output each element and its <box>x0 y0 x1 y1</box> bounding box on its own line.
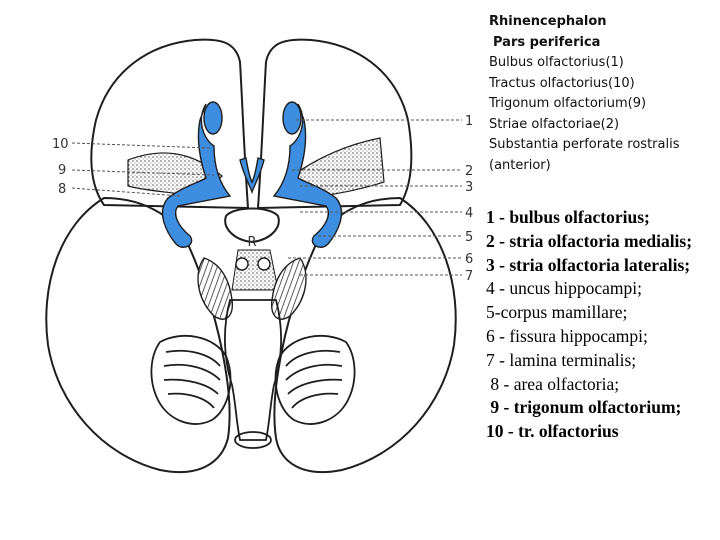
leader-line-9 <box>71 169 215 176</box>
notes-item: Substantia perforate rostralis <box>489 137 680 152</box>
right-frontal-lobe <box>256 38 413 210</box>
legend-item-9: 9 - trigonum olfactorium; <box>486 397 682 418</box>
notes-item: (anterior) <box>489 157 551 173</box>
notes-subheading: Pars periferica <box>493 34 601 50</box>
notes-item: Tractus olfactorius(10) <box>489 75 635 91</box>
label-6: 6 <box>465 252 473 267</box>
rhinencephalon-notes: Rhinencephalon Pars periferica Bulbus ol… <box>489 12 717 176</box>
right-uncus-bundle <box>271 257 307 320</box>
left-cerebellum-lines <box>163 349 221 409</box>
legend-item-7: 7 - lamina terminalis; <box>486 349 637 370</box>
medulla <box>234 431 272 449</box>
right-olfactory-bulb <box>282 101 302 135</box>
label-5: 5 <box>465 230 473 245</box>
legend-item-8: 8 - area olfactoria; <box>486 373 620 394</box>
leader-line-8 <box>71 187 181 197</box>
left-mamillary-body <box>235 257 249 271</box>
label-9: 9 <box>58 163 66 178</box>
left-frontal-lobe <box>90 38 250 210</box>
right-olfactory-tract <box>272 103 343 248</box>
legend-item-5: 5-corpus mamillare; <box>486 302 628 323</box>
notes-heading: Rhinencephalon <box>489 14 607 29</box>
interpeduncular-stipple <box>231 249 279 291</box>
right-mamillary-body <box>257 257 271 271</box>
legend-item-6: 6 - fissura hippocampi; <box>486 325 648 346</box>
left-cerebellum-folia <box>150 334 232 425</box>
label-7: 7 <box>465 269 473 284</box>
numbered-legend: 1 - bulbus olfactorius; 2 - stria olfact… <box>486 206 720 444</box>
left-olfactory-tract <box>161 103 232 248</box>
notes-item: Striae olfactoriae(2) <box>489 116 620 132</box>
brain-base-diagram: R 10 9 8 1 2 3 4 5 6 7 <box>45 38 473 474</box>
label-2: 2 <box>465 164 473 179</box>
left-temporal-lobe <box>45 196 231 474</box>
right-cerebellum-lines <box>285 349 343 409</box>
legend-item-1: 1 - bulbus olfactorius; <box>486 207 650 227</box>
leader-line-10 <box>71 142 211 149</box>
right-temporal-lobe <box>273 196 457 474</box>
label-1: 1 <box>465 114 473 129</box>
right-cerebellum-folia <box>274 334 356 425</box>
legend-item-2: 2 - stria olfactoria medialis; <box>486 230 693 251</box>
label-4: 4 <box>465 206 473 221</box>
optic-chiasm-region <box>224 207 280 244</box>
notes-item: Bulbus olfactorius(1) <box>489 55 624 70</box>
label-10: 10 <box>52 137 69 152</box>
label-8: 8 <box>58 182 66 197</box>
brainstem <box>224 299 282 441</box>
left-olfactory-bulb <box>203 101 223 135</box>
legend-item-4: 4 - uncus hippocampi; <box>486 278 643 299</box>
legend-item-3: 3 - stria olfactoria lateralis; <box>486 254 691 275</box>
legend-item-10: 10 - tr. olfactorius <box>486 421 619 442</box>
notes-item: Trigonum olfactorium(9) <box>489 96 647 111</box>
medial-striae <box>239 157 265 195</box>
center-letter: R <box>247 235 256 250</box>
label-3: 3 <box>465 180 473 195</box>
